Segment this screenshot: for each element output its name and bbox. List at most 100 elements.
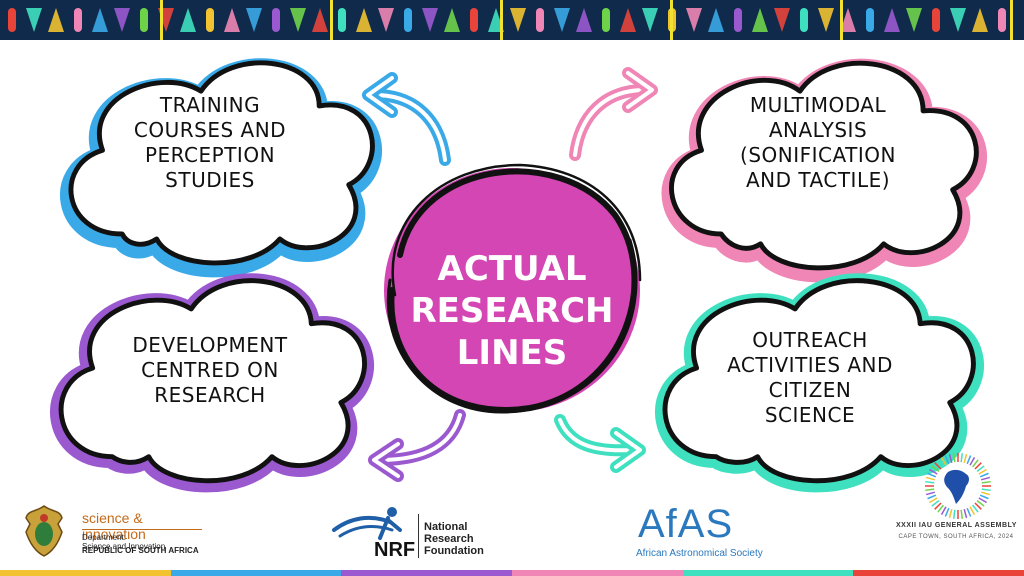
- color-segment: [341, 570, 513, 576]
- arrow-to-bottom-right: [554, 414, 646, 473]
- cloud-text-line: SCIENCE: [764, 403, 856, 427]
- nrf-name-line: Research: [424, 533, 474, 545]
- sunburst-ray: [940, 506, 947, 515]
- banner-bar: [8, 8, 16, 32]
- sunburst-ray: [937, 504, 944, 513]
- banner-triangle: [818, 8, 834, 32]
- sa-department: Department: Science and Innovation: [82, 533, 165, 551]
- banner-triangle: [224, 8, 240, 32]
- banner-bar: [602, 8, 610, 32]
- banner-triangle: [686, 8, 702, 32]
- banner-triangle: [26, 8, 42, 32]
- nrf-emblem-icon: NRF: [332, 507, 415, 561]
- banner-bar: [140, 8, 148, 32]
- africa-globe-icon: [925, 453, 991, 519]
- center-circle: [384, 163, 642, 414]
- sunburst-ray: [925, 476, 936, 481]
- center-label: ACTUAL RESEARCH LINES: [392, 248, 632, 374]
- sa-title: science & innovation: [82, 510, 146, 542]
- sunburst-ray: [927, 472, 937, 478]
- sunburst-ray: [980, 476, 991, 481]
- color-segment: [0, 570, 171, 576]
- banner-bar: [536, 8, 544, 32]
- banner-bar: [404, 8, 412, 32]
- nrf-divider: [418, 514, 419, 558]
- banner-triangle: [950, 8, 966, 32]
- sunburst-ray: [948, 508, 953, 519]
- banner-triangle: [642, 8, 658, 32]
- banner-bar: [272, 8, 280, 32]
- banner-triangle: [290, 8, 306, 32]
- cloud-text-line: CENTRED ON: [141, 358, 279, 382]
- sunburst-ray: [966, 455, 972, 465]
- cloud-text-line: AND TACTILE): [745, 168, 891, 192]
- iau-title: XXXII IAU GENERAL ASSEMBLY: [896, 522, 1017, 529]
- cloud-top-right-label: MULTIMODAL ANALYSIS (SONIFICATION AND TA…: [718, 93, 918, 193]
- banner-divider: [330, 0, 333, 40]
- banner-triangle: [774, 8, 790, 32]
- iau-subtitle: CAPE TOWN, SOUTH AFRICA, 2024: [898, 534, 1014, 540]
- arrow-to-top-left: [362, 72, 451, 166]
- cloud-text-line: (SONIFICATION: [740, 143, 896, 167]
- nrf-name-line: National: [424, 521, 468, 533]
- nrf-name: National Research Foundation: [424, 521, 484, 557]
- sunburst-ray: [963, 508, 968, 519]
- banner-triangle: [510, 8, 526, 32]
- banner-divider: [1010, 0, 1013, 40]
- sunburst-ray: [952, 453, 956, 463]
- sunburst-ray: [944, 507, 950, 517]
- cloud-bottom-right-label: OUTREACH ACTIVITIES AND CITIZEN SCIENCE: [710, 328, 910, 428]
- banner-triangle: [884, 8, 900, 32]
- banner-triangle: [906, 8, 922, 32]
- decorative-banner: [0, 0, 1024, 40]
- sunburst-ray: [948, 453, 953, 464]
- research-lines-diagram: [50, 58, 987, 493]
- sunburst-ray: [960, 453, 964, 463]
- sunburst-ray: [978, 497, 987, 504]
- banner-triangle: [114, 8, 130, 32]
- nrf-acronym: NRF: [374, 539, 415, 561]
- banner-triangle: [972, 8, 988, 32]
- banner-triangle: [180, 8, 196, 32]
- sunburst-ray: [979, 472, 989, 478]
- banner-bar: [866, 8, 874, 32]
- color-segment: [512, 570, 683, 576]
- banner-bar: [470, 8, 478, 32]
- cloud-text-line: RESEARCH: [154, 383, 266, 407]
- banner-triangle: [312, 8, 328, 32]
- sunburst-ray: [981, 488, 991, 492]
- sunburst-ray: [976, 465, 985, 472]
- cloud-bottom-right: [655, 273, 984, 493]
- cloud-text-line: STUDIES: [165, 168, 255, 192]
- center-text-line: RESEARCH: [410, 291, 614, 331]
- sunburst-ray: [934, 462, 942, 470]
- sunburst-ray: [981, 480, 991, 484]
- sunburst-ray: [931, 500, 940, 507]
- center-text-line: ACTUAL: [437, 249, 587, 289]
- banner-divider: [670, 0, 673, 40]
- cloud-top-right: [661, 58, 987, 283]
- banner-bar: [998, 8, 1006, 32]
- banner-triangle: [752, 8, 768, 32]
- color-segment: [170, 570, 342, 576]
- sa-dept-line: Science and Innovation: [82, 542, 166, 551]
- cloud-text-line: CITIZEN: [768, 378, 852, 402]
- banner-bar: [338, 8, 346, 32]
- sunburst-ray: [980, 491, 991, 496]
- cloud-bottom-left: [50, 273, 374, 493]
- banner-triangle: [246, 8, 262, 32]
- sunburst-ray: [979, 494, 989, 500]
- afas-name: African Astronomical Society: [636, 548, 763, 559]
- sunburst-ray: [963, 453, 968, 464]
- banner-divider: [160, 0, 163, 40]
- banner-triangle: [422, 8, 438, 32]
- banner-triangle: [620, 8, 636, 32]
- sunburst-ray: [972, 504, 979, 513]
- bottom-color-bar: [0, 570, 1024, 576]
- sunburst-ray: [969, 506, 976, 515]
- sunburst-ray: [940, 457, 947, 466]
- banner-bar: [800, 8, 808, 32]
- sunburst-ray: [969, 457, 976, 466]
- sunburst-ray: [952, 509, 956, 519]
- banner-triangle: [444, 8, 460, 32]
